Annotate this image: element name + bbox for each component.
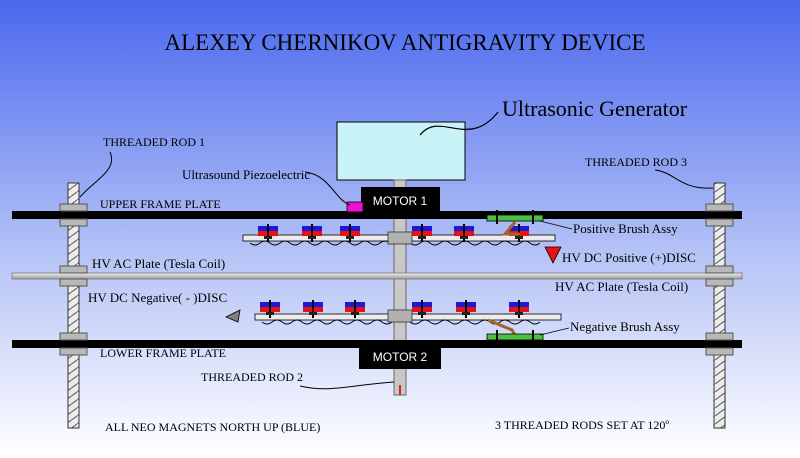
motor-1 — [361, 187, 440, 212]
threaded-rod-2-leader — [299, 381, 395, 390]
ultrasonic-generator-leader — [419, 111, 499, 136]
dc-negative-marker — [225, 309, 241, 323]
neo-magnet — [412, 300, 432, 318]
motor-2 — [359, 343, 441, 369]
upper-disc-wiring — [249, 240, 541, 246]
negative-brush-assy — [486, 318, 544, 344]
threaded-rod-1 — [67, 182, 80, 429]
neo-magnet — [302, 224, 322, 242]
hv-dc-negative-label: HV DC Negative( - )DISC — [88, 290, 227, 305]
lower-frame-plate-label: LOWER FRAME PLATE — [100, 346, 226, 360]
positive-brush-assy — [486, 210, 544, 236]
footer-magnets-note: ALL NEO MAGNETS NORTH UP (BLUE) — [105, 420, 320, 434]
lower-disc-wiring — [261, 319, 541, 325]
upper-frame-plate-label: UPPER FRAME PLATE — [100, 197, 221, 211]
negative-brush-label: Negative Brush Assy — [570, 319, 680, 334]
neo-magnet — [412, 224, 432, 242]
upper-shaft-collar — [387, 231, 413, 245]
diagram-title: ALEXEY CHERNIKOV ANTIGRAVITY DEVICE — [164, 30, 645, 55]
piezoelectric-element — [346, 201, 364, 213]
threaded-rod-2-label: THREADED ROD 2 — [201, 370, 303, 384]
piezoelectric-label: Ultrasound Piezoelectric — [182, 167, 310, 182]
positive-brush-label: Positive Brush Assy — [573, 221, 678, 236]
motor-1-label: MOTOR 1 — [373, 194, 428, 208]
neo-magnet — [340, 224, 360, 242]
neo-magnet — [303, 300, 323, 318]
positive-brush-leader — [539, 220, 573, 230]
upper-frame-plate — [12, 211, 742, 219]
motor-2-label: MOTOR 2 — [373, 350, 428, 364]
hv-dc-positive-label: HV DC Positive (+)DISC — [562, 250, 696, 265]
ultrasonic-generator-label: Ultrasonic Generator — [502, 96, 688, 121]
neo-magnet — [454, 224, 474, 242]
threaded-rod-3-label: THREADED ROD 3 — [585, 155, 687, 169]
rod-nuts — [59, 203, 734, 356]
neo-magnet — [509, 300, 529, 318]
threaded-rod-1-leader — [79, 151, 113, 198]
negative-brush-leader — [539, 327, 570, 336]
lower-shaft-collar — [387, 309, 413, 323]
hv-ac-plate-label-left: HV AC Plate (Tesla Coil) — [92, 256, 225, 271]
ultrasonic-generator-box — [336, 121, 466, 181]
threaded-rod-3-leader — [654, 169, 714, 189]
neo-magnet — [456, 300, 476, 318]
neo-magnet — [260, 300, 280, 318]
neo-magnet — [345, 300, 365, 318]
threaded-rod-3 — [713, 182, 726, 429]
footer-rods-note: 3 THREADED RODS SET AT 120º — [495, 418, 669, 432]
dc-positive-marker — [544, 246, 562, 264]
hv-ac-plate — [11, 272, 743, 280]
neo-magnet — [258, 224, 278, 242]
threaded-rod-1-label: THREADED ROD 1 — [103, 135, 205, 149]
piezoelectric-leader — [304, 171, 351, 206]
hv-ac-plate-label-right: HV AC Plate (Tesla Coil) — [555, 279, 688, 294]
